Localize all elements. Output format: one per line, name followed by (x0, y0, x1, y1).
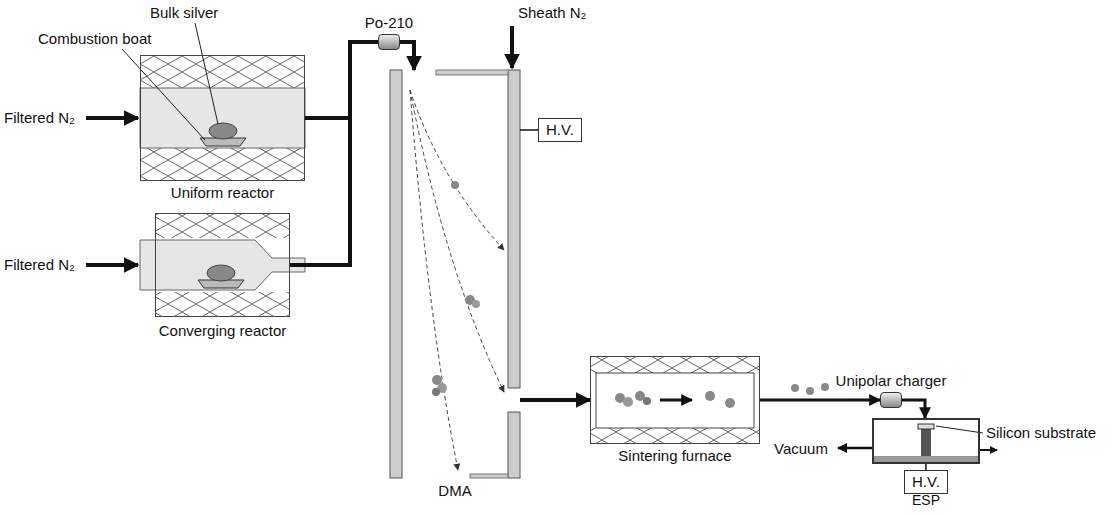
vacuum-arrow (838, 447, 872, 450)
part-label: Bulk silver (150, 4, 218, 21)
box-text: H.V. (546, 121, 574, 138)
node-label: Sintering furnace (618, 447, 731, 464)
node-label: Converging reactor (159, 322, 287, 339)
converging-reactor-drawing (140, 214, 305, 316)
neutralizer-cylinder: Po-210 (378, 34, 400, 50)
furnace-box: Sintering furnace (590, 356, 760, 444)
voltage-box: H.V. (538, 118, 582, 142)
esp-chamber: ESP (872, 418, 980, 464)
gas-label: Filtered N₂ (4, 109, 75, 126)
flow-pipe (305, 42, 378, 118)
outlet-arrow (980, 449, 997, 451)
node-label: DMA (438, 482, 471, 499)
furnace-drawing (591, 357, 759, 443)
cable-line (520, 129, 538, 131)
node-label: ESP (912, 492, 940, 508)
box-text: H.V. (912, 473, 940, 490)
gas-label: Filtered N₂ (4, 256, 75, 273)
sintered-particles (791, 383, 829, 395)
part-label: Combustion boat (38, 30, 151, 47)
leader-line (122, 49, 205, 140)
flow-pipe (902, 400, 925, 418)
gas-inlet-arrow (86, 263, 138, 267)
charger-cylinder: Unipolar charger (880, 392, 902, 408)
dma-column: DMA (390, 70, 520, 478)
flow-pipe (760, 399, 880, 402)
node-label: Uniform reactor (171, 184, 274, 201)
flow-pipe (400, 42, 414, 70)
flow-pipe (290, 42, 378, 265)
outlet-label: Vacuum (774, 440, 828, 457)
leader-line (195, 23, 218, 124)
dma-drawing (390, 70, 520, 478)
reactor-box: Converging reactor (155, 213, 290, 317)
gas-label: Sheath N₂ (518, 4, 586, 21)
flow-pipe (520, 398, 590, 402)
gas-inlet-arrow (86, 116, 138, 120)
leader-line (936, 426, 983, 433)
uniform-reactor-drawing (140, 56, 305, 180)
reactor-box: Uniform reactor (140, 55, 305, 181)
node-label: Unipolar charger (836, 372, 947, 389)
voltage-box: H.V. (904, 470, 948, 494)
part-label: Silicon substrate (986, 424, 1096, 441)
sheath-inlet-arrow (510, 26, 514, 68)
node-label: Po-210 (365, 14, 413, 31)
